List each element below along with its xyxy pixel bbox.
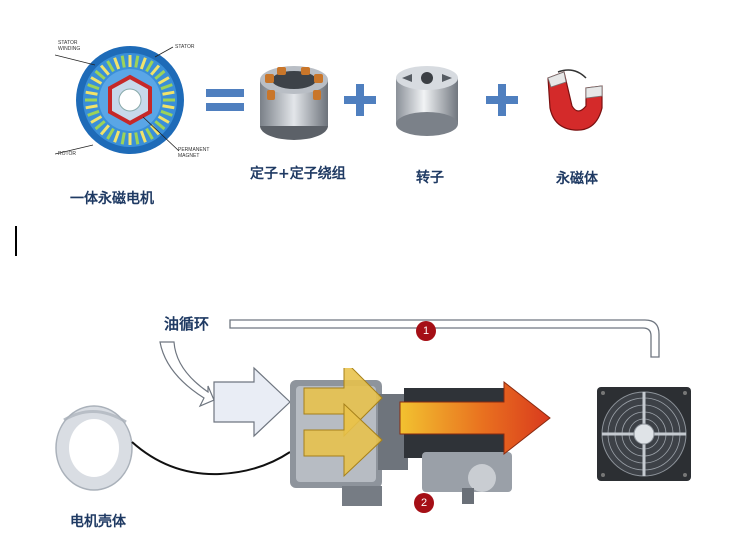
stator-tooth — [134, 55, 140, 68]
stator-tooth — [113, 57, 121, 70]
stator-tooth — [90, 115, 103, 124]
plus-sign-icon — [486, 84, 518, 116]
stator-tooth — [139, 57, 147, 70]
stator-tooth — [154, 120, 166, 131]
stator-tooth — [162, 90, 175, 96]
stator-tooth — [99, 124, 110, 136]
housing-label: 电机壳体 — [70, 514, 126, 530]
rotor-part-label: 转子 — [416, 170, 444, 186]
oil-loop-label: 油循环 — [164, 315, 210, 333]
stator-label: STATOR — [175, 44, 195, 50]
stator-winding-part-label: 定子+定子绕组 — [250, 166, 346, 182]
stator-tooth — [85, 104, 98, 110]
stator-tooth — [106, 60, 115, 73]
stator-tooth — [85, 90, 98, 96]
rotor-label: ROTOR — [58, 151, 76, 157]
stator-tooth — [150, 124, 161, 136]
stator-tooth — [94, 69, 106, 80]
stator-tooth — [150, 64, 161, 76]
stator-tooth — [145, 60, 154, 73]
stator-tooth — [120, 55, 126, 68]
equals-sign-icon — [206, 86, 244, 114]
stator-tooth — [87, 109, 100, 117]
plus-sign-icon — [344, 84, 376, 116]
permanent-magnet-label: PERMANENT MAGNET — [178, 147, 210, 159]
stator-tooth — [87, 83, 100, 91]
stator-tooth — [106, 127, 115, 140]
motor-housing-image — [55, 405, 133, 491]
stator-tooth — [94, 120, 106, 131]
cooling-fan-image — [597, 387, 691, 481]
stator-tooth — [157, 76, 170, 85]
permanent-magnet-image — [547, 69, 603, 131]
stator-tooth — [145, 127, 154, 140]
stator-tooth — [157, 115, 170, 124]
stator-winding-label: STATOR WINDING — [58, 40, 81, 52]
housing-connector-line — [131, 441, 291, 476]
stator-tooth — [162, 104, 175, 110]
stator-tooth — [120, 132, 126, 145]
stator-tooth — [160, 83, 173, 91]
oil-inflow-arrow-icon — [159, 341, 291, 438]
stator-component-image — [260, 66, 328, 140]
magnet-part-label: 永磁体 — [556, 171, 598, 187]
pump-motor-assembly-image — [290, 368, 551, 506]
stator-tooth — [90, 76, 103, 85]
stator-tooth — [113, 130, 121, 143]
stator-tooth — [99, 64, 110, 76]
stator-tooth — [139, 130, 147, 143]
motor-cross-section-diagram — [55, 46, 184, 155]
rotor-component-image — [396, 66, 458, 136]
text-cursor — [15, 226, 17, 256]
stator-tooth — [154, 69, 166, 80]
marker-1: 1 — [416, 321, 436, 341]
motor-label: 一体永磁电机 — [70, 191, 154, 207]
marker-2: 2 — [414, 493, 434, 513]
stator-tooth — [134, 132, 140, 145]
stator-tooth — [160, 109, 173, 117]
